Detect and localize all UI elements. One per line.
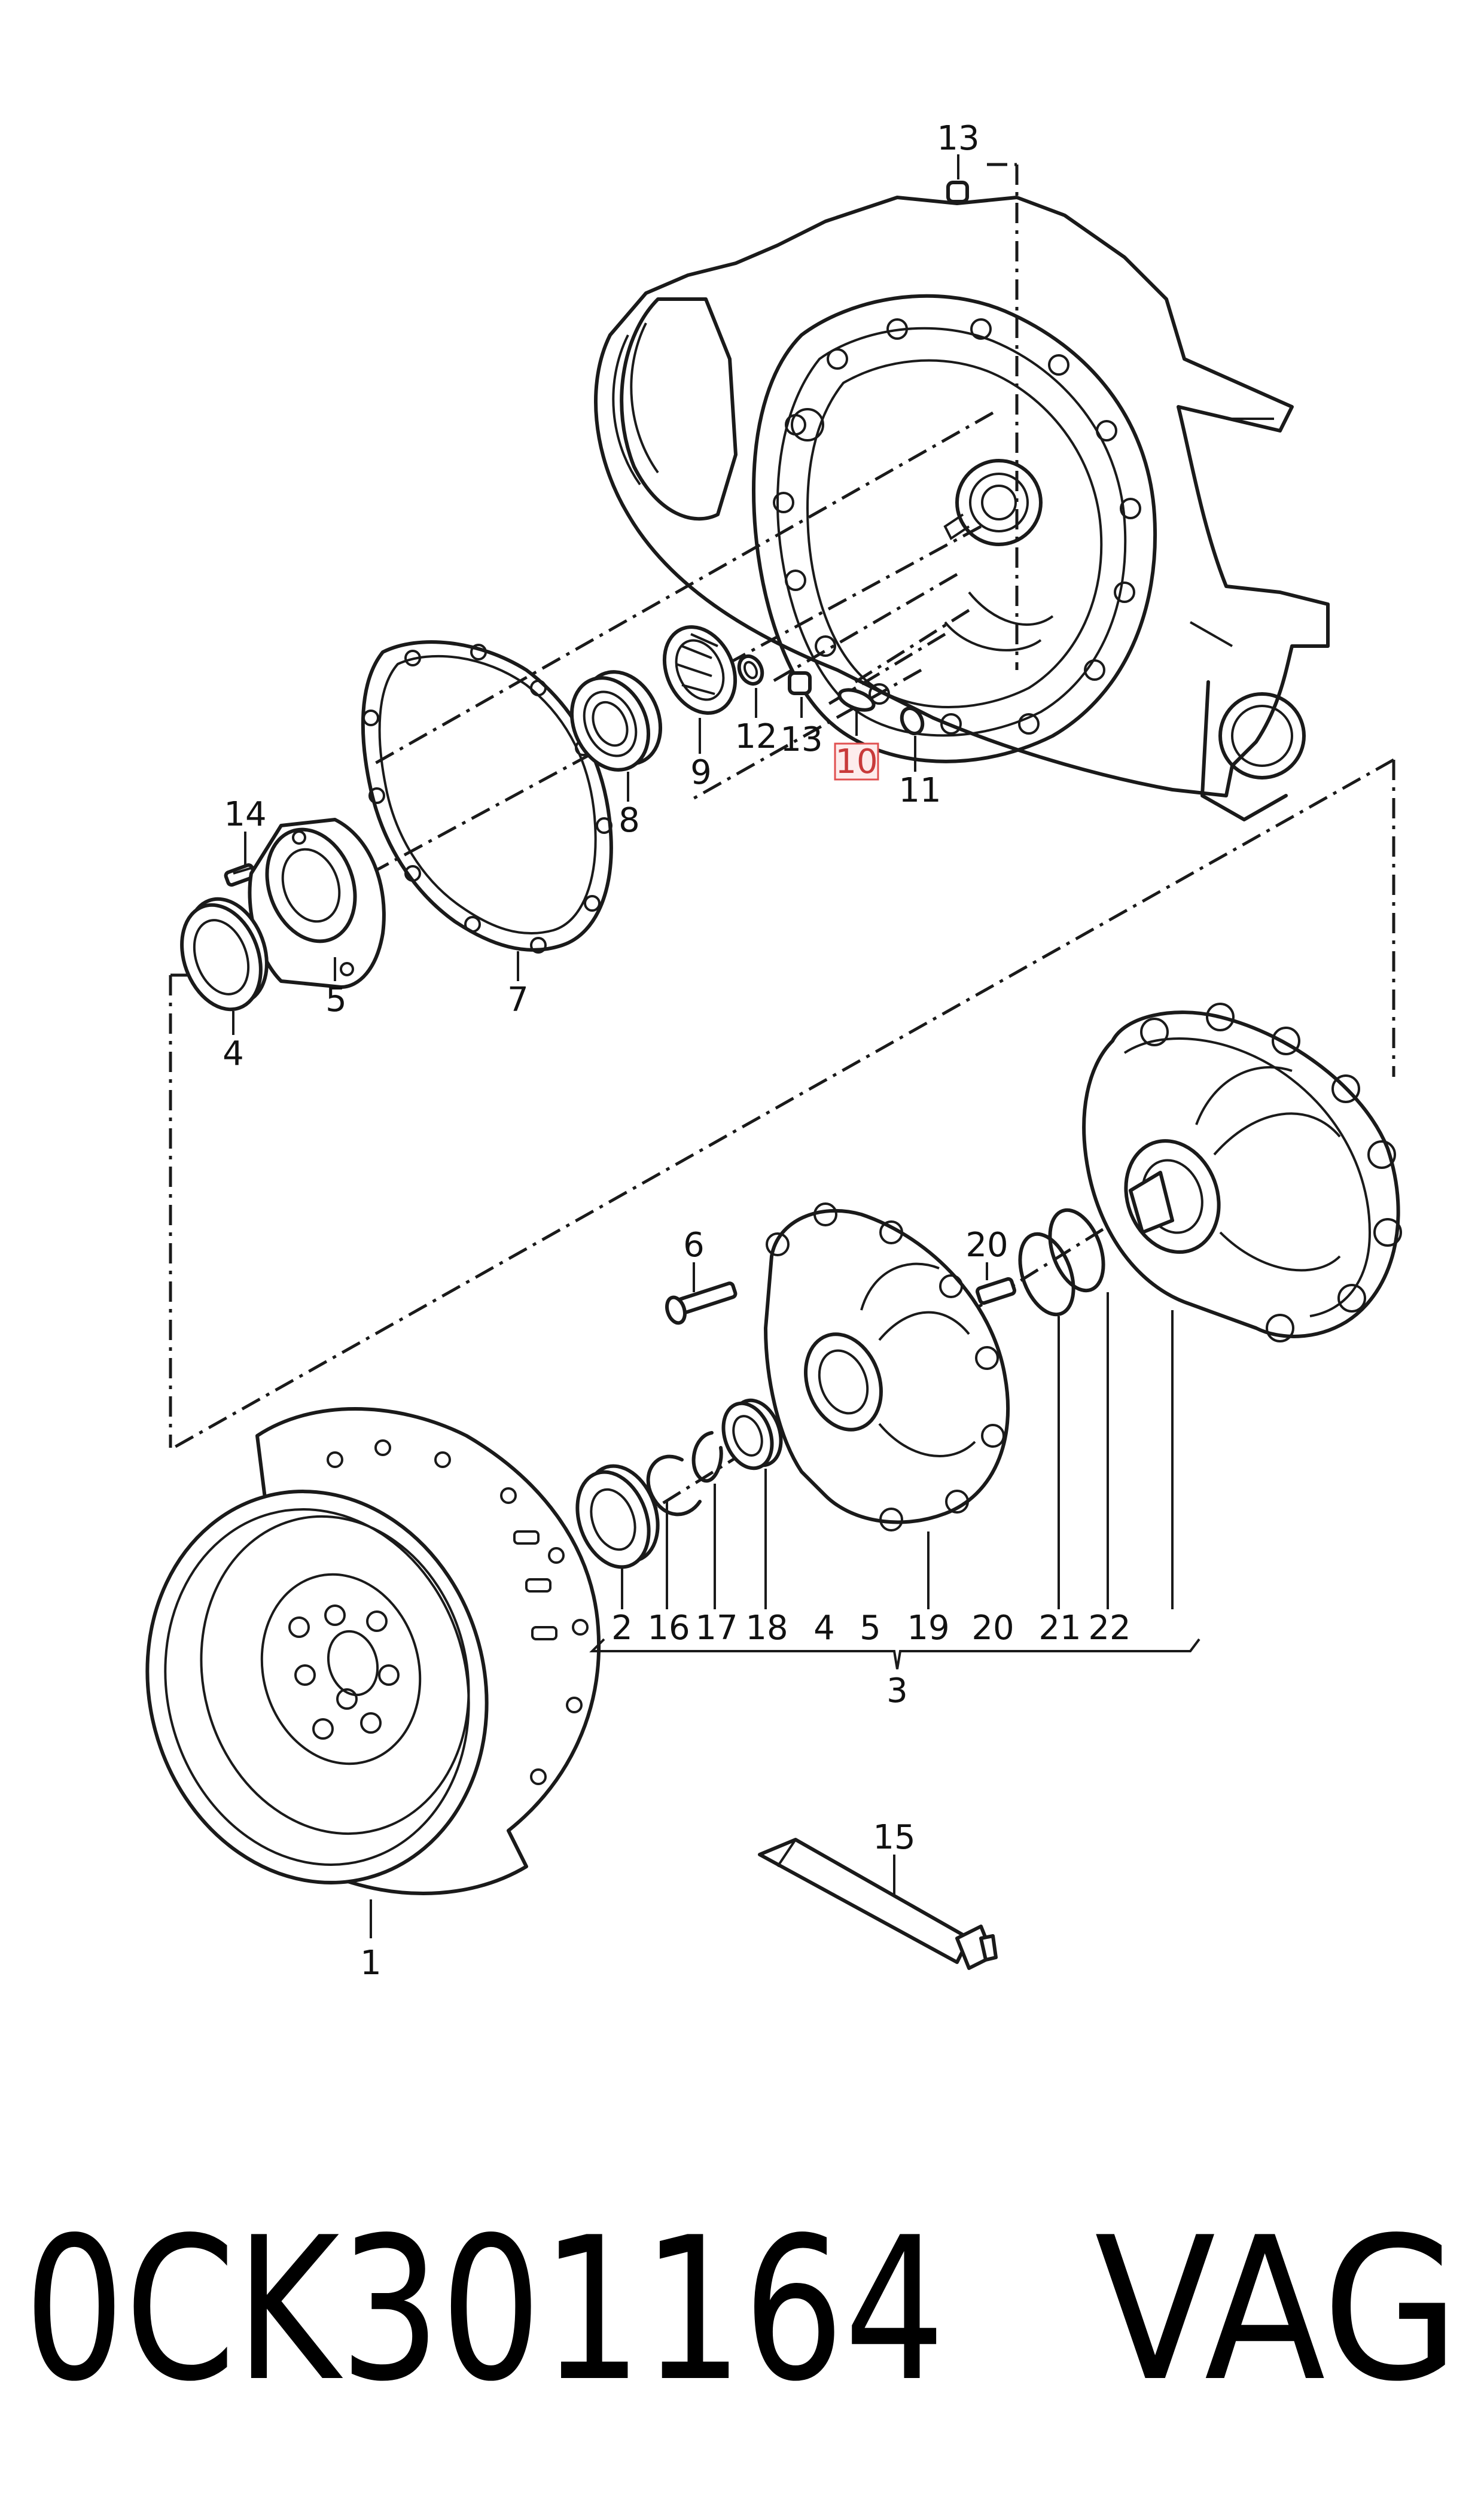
assembly-axis-lines: [169, 163, 1395, 1545]
label-6: 6: [683, 1226, 705, 1265]
label-4-top: 4: [223, 1034, 244, 1073]
label-1: 1: [360, 1944, 382, 1983]
bolt-20: [976, 1277, 1016, 1305]
needle-bearing: [662, 625, 738, 715]
dual-mass-flywheel: [145, 1407, 601, 1895]
bearing-housing-5: [248, 818, 386, 989]
label-17: 17: [695, 1609, 738, 1648]
label-13: 13: [780, 720, 822, 759]
part-number: 0CK301164: [24, 2195, 945, 2425]
label-2: 2: [611, 1609, 633, 1648]
seal-2: [575, 1464, 660, 1569]
bearing-18: [721, 1398, 783, 1470]
label-4: 4: [813, 1609, 835, 1648]
housing-bolt-holes: [773, 318, 1141, 735]
label-9: 9: [690, 753, 712, 792]
label-13-top: 13: [937, 119, 979, 158]
footer: 0CK301164 VAG: [24, 2195, 1459, 2425]
label-20-top: 20: [965, 1226, 1008, 1265]
label-8: 8: [618, 801, 640, 840]
part-labels: 13 12 13 10 11 9 8 14 4 5 7 6 20 2 16 17…: [223, 119, 1130, 1983]
label-21: 21: [1038, 1609, 1081, 1648]
label-7: 7: [507, 981, 529, 1019]
bolt-6: [665, 1281, 738, 1325]
label-22: 22: [1088, 1609, 1130, 1648]
label-15: 15: [873, 1818, 915, 1857]
label-3: 3: [886, 1671, 908, 1710]
housing-gasket: [361, 640, 613, 954]
label-11: 11: [898, 771, 941, 810]
flywheel-bolt-holes: [288, 1604, 400, 1740]
shaft-seal-4: [180, 897, 269, 1012]
label-5-top: 5: [325, 981, 347, 1019]
dual-clutch-unit: [1082, 1003, 1402, 1342]
oil-seal: [569, 670, 663, 772]
transmission-housing: [594, 196, 1330, 821]
small-parts: [737, 181, 969, 736]
clutch-cover-19: [764, 1202, 1010, 1531]
label-18: 18: [745, 1609, 788, 1648]
grease-tube: [758, 1838, 998, 1970]
label-12: 12: [735, 717, 777, 756]
brand: VAG: [1095, 2195, 1459, 2425]
leader-lines: [232, 154, 1200, 1938]
label-10: 10: [835, 742, 877, 781]
label-14: 14: [224, 795, 266, 834]
label-5: 5: [860, 1609, 881, 1648]
o-rings-21-22: [1018, 1208, 1105, 1317]
flywheel-outer-holes: [327, 1439, 589, 1785]
label-20: 20: [971, 1609, 1014, 1648]
label-16: 16: [647, 1609, 690, 1648]
circlip-17: [691, 1431, 723, 1483]
highlight-box-10: [834, 742, 879, 781]
label-19: 19: [907, 1609, 949, 1648]
